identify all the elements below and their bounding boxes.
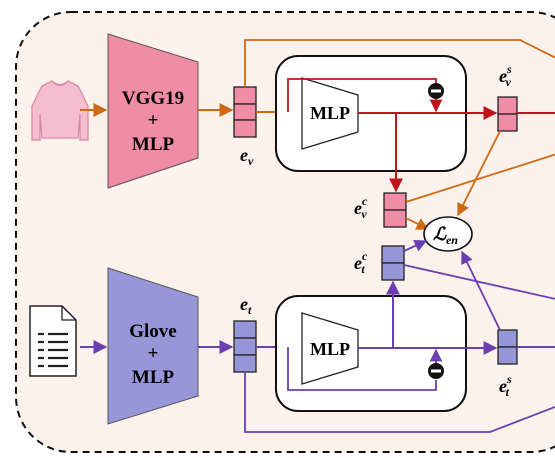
text-encoder-line2: + bbox=[148, 343, 159, 364]
sweater-icon bbox=[31, 80, 89, 141]
text-mlp-label: MLP bbox=[310, 339, 350, 359]
et-vector bbox=[233, 320, 257, 373]
image-mlp-block bbox=[301, 77, 359, 150]
ev-skip-path bbox=[244, 39, 555, 87]
ets-vector bbox=[497, 329, 518, 365]
image-encoder-line3: MLP bbox=[132, 134, 175, 155]
minus-operator-icon bbox=[428, 363, 444, 379]
image-encoder-block bbox=[107, 33, 199, 189]
text-encoder-line3: MLP bbox=[132, 367, 175, 388]
evc-vector bbox=[383, 192, 407, 228]
minus-operator-icon bbox=[428, 83, 444, 99]
et-skip-path bbox=[244, 372, 555, 433]
document-icon bbox=[29, 305, 77, 377]
evs-vector bbox=[497, 96, 518, 132]
etc-vector bbox=[381, 245, 405, 281]
etc-to-loss-arrow bbox=[403, 239, 428, 252]
et-label: et bbox=[240, 294, 252, 317]
image-encoder-line2: + bbox=[148, 110, 159, 131]
loss-label: ℒen bbox=[433, 224, 458, 247]
red-loop-path bbox=[287, 78, 437, 112]
text-mlp-block bbox=[301, 312, 359, 385]
image-mlp-label: MLP bbox=[310, 103, 350, 123]
text-encoder-line1: Glove bbox=[129, 321, 177, 342]
evc-out-line bbox=[405, 153, 555, 203]
etc-out-line bbox=[403, 264, 555, 300]
evc-to-loss-arrow bbox=[405, 217, 430, 230]
ev-vector bbox=[233, 86, 257, 138]
ev-label: ev bbox=[240, 145, 254, 168]
loss-ellipse bbox=[423, 216, 473, 252]
purple-loop-path bbox=[287, 347, 437, 391]
image-encoder-line1: VGG19 bbox=[122, 88, 184, 109]
text-encoder-block bbox=[107, 267, 199, 425]
ets-to-loss-arrow bbox=[461, 250, 501, 331]
evs-to-loss-arrow bbox=[457, 130, 501, 217]
